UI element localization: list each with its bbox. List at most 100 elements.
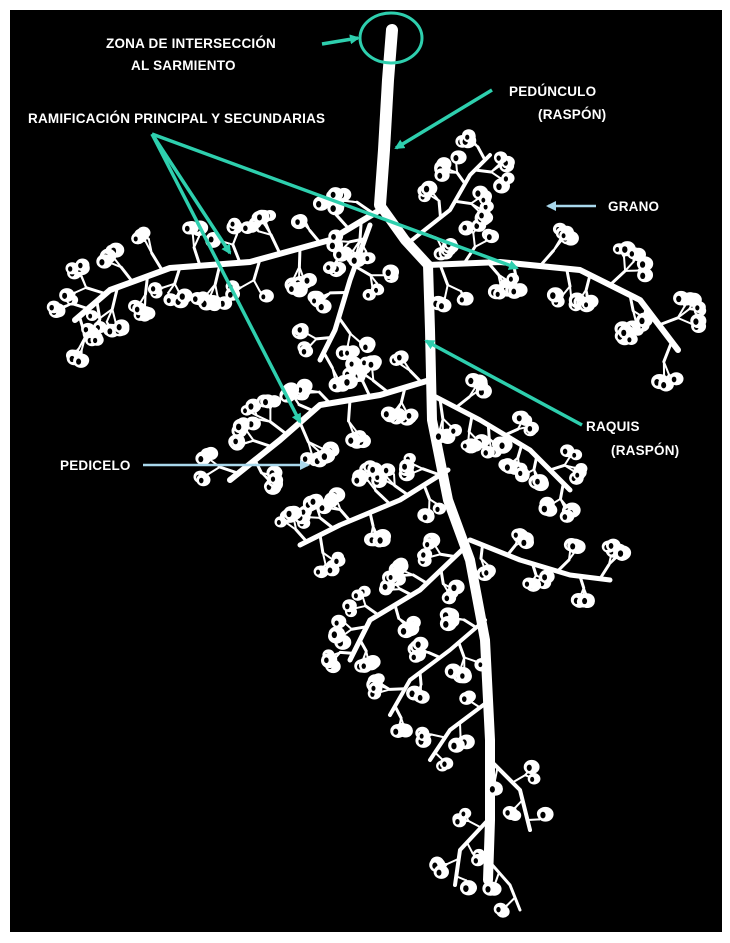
berry [479, 194, 491, 205]
pedicel [356, 606, 366, 608]
berry [625, 333, 638, 345]
berry [415, 691, 430, 704]
berry [329, 626, 346, 641]
pedicel [507, 898, 515, 906]
berry [442, 591, 456, 604]
berry [627, 247, 641, 259]
berry [293, 215, 307, 228]
berry [369, 682, 382, 694]
berry [421, 181, 438, 196]
pedicel [505, 429, 518, 435]
pedicel [534, 457, 537, 470]
berry [493, 288, 506, 300]
berry [471, 854, 485, 866]
pedicel [241, 280, 254, 287]
pedicel [296, 530, 307, 542]
pedicel [381, 689, 390, 692]
berry [148, 282, 161, 294]
berry [324, 261, 337, 272]
berry [260, 394, 275, 408]
berry [381, 406, 397, 420]
pedicel [456, 397, 469, 407]
pedunculo-arrow [396, 90, 492, 148]
pedicel [469, 416, 472, 432]
pedicel [360, 221, 361, 240]
pedicel [395, 605, 399, 618]
berry [434, 168, 449, 182]
pedicel [448, 285, 461, 291]
pedicel [459, 643, 464, 658]
pedicel [310, 231, 320, 243]
berry [528, 773, 541, 784]
pedicel [366, 606, 379, 615]
pedicel [145, 276, 147, 294]
pedicel [420, 673, 421, 685]
pedicel [349, 400, 350, 421]
pedicel [270, 422, 286, 434]
pedicel [508, 546, 516, 555]
pedicel [86, 288, 105, 294]
berry [457, 293, 470, 305]
pedicel [355, 266, 371, 275]
berry [342, 599, 356, 612]
berry [494, 903, 508, 915]
berry [514, 411, 529, 425]
berry [673, 291, 689, 305]
pedicel [475, 241, 486, 247]
berry [423, 538, 436, 550]
pedicel [310, 339, 317, 346]
berry [374, 532, 390, 547]
berry [382, 264, 399, 279]
berry [47, 301, 61, 314]
berry [351, 590, 364, 601]
berry [413, 637, 429, 651]
berry [559, 230, 571, 241]
pedicel [209, 467, 220, 474]
pedicel [324, 353, 333, 368]
pedicel [435, 546, 440, 554]
berry [494, 151, 508, 163]
berry [310, 295, 322, 306]
berry [73, 354, 89, 368]
berry [299, 345, 313, 358]
berry [228, 218, 241, 229]
pedicel [299, 405, 313, 411]
pedicel [456, 163, 457, 173]
berry [461, 440, 473, 451]
pedicel [193, 235, 194, 248]
pedicel [431, 554, 441, 556]
pedicel [121, 267, 132, 281]
berry [131, 233, 144, 244]
berry [399, 459, 414, 473]
pedicel [316, 338, 331, 339]
berry [637, 268, 653, 282]
berry [669, 372, 684, 385]
pedicel [439, 201, 440, 218]
berry [509, 284, 524, 297]
pedicel [518, 445, 522, 457]
pedicel [475, 170, 491, 172]
pedicel [443, 418, 451, 426]
berry [86, 310, 98, 321]
berry [367, 462, 382, 476]
pedicel [271, 235, 280, 254]
berry [460, 880, 477, 895]
berry [321, 653, 335, 666]
pedicel [300, 423, 308, 442]
berry [390, 724, 406, 738]
berry [177, 288, 193, 303]
pedicel [558, 560, 569, 571]
label-grano: GRANO [608, 199, 659, 214]
berry [347, 358, 360, 370]
pedicel [445, 285, 448, 297]
pedicel [341, 510, 350, 521]
berry [419, 548, 433, 560]
pedicel [455, 201, 471, 203]
label-pedunculo-line2: (RASPÓN) [538, 107, 606, 122]
pedicel [394, 474, 395, 485]
berry [463, 131, 476, 143]
berry [295, 323, 309, 335]
berry [75, 259, 89, 272]
berry [449, 425, 462, 437]
berry [398, 623, 415, 638]
